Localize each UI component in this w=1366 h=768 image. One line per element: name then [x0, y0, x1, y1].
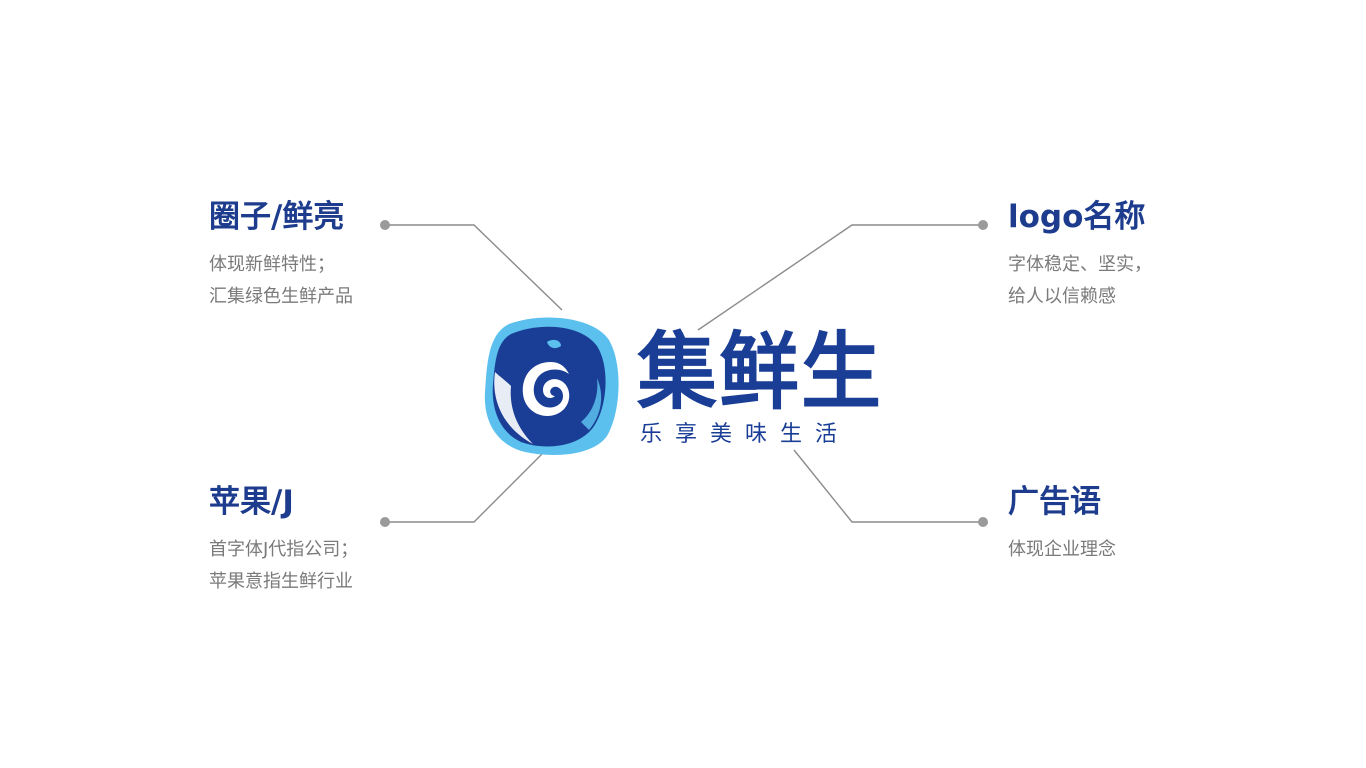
annotation-line: 苹果意指生鲜行业	[209, 571, 353, 592]
annotation-line: 给人以信赖感	[1008, 286, 1116, 307]
annotation-title: 圈子/鲜亮	[209, 199, 345, 235]
annotation-title: 苹果/J	[209, 484, 294, 520]
connector-dot-top-left	[380, 220, 390, 230]
connector-top-right	[697, 224, 982, 331]
swirl-apple-icon	[484, 317, 619, 455]
connector-dot-bottom-right	[978, 517, 988, 527]
annotation-logo-name: logo名称 字体稳定、坚实， 给人以信赖感	[1008, 197, 1152, 313]
annotation-line: 体现新鲜特性；	[209, 254, 335, 275]
brand-slogan: 乐享美味生活	[640, 422, 851, 447]
annotation-apple-j: 苹果/J 首字体J代指公司； 苹果意指生鲜行业	[209, 482, 358, 598]
annotation-description: 体现新鲜特性； 汇集绿色生鲜产品	[209, 249, 353, 313]
connector-dot-bottom-left	[380, 517, 390, 527]
annotation-description: 首字体J代指公司； 苹果意指生鲜行业	[209, 534, 358, 598]
annotation-line: 体现企业理念	[1008, 539, 1116, 560]
annotation-circle-freshness: 圈子/鲜亮 体现新鲜特性； 汇集绿色生鲜产品	[209, 197, 353, 313]
annotation-description: 体现企业理念	[1008, 534, 1116, 566]
annotation-line: 汇集绿色生鲜产品	[209, 286, 353, 307]
connector-top-left	[386, 224, 563, 311]
connector-dot-top-right	[978, 220, 988, 230]
annotation-title: 广告语	[1008, 484, 1101, 520]
connector-bottom-right	[793, 449, 982, 523]
annotation-line: 字体稳定、坚实，	[1008, 254, 1152, 275]
connector-bottom-left	[386, 423, 573, 523]
annotation-slogan: 广告语 体现企业理念	[1008, 482, 1116, 566]
brand-name: 集鲜生	[637, 323, 883, 421]
annotation-line: 首字体J代指公司；	[209, 539, 359, 560]
annotation-title: logo名称	[1008, 199, 1146, 235]
annotation-description: 字体稳定、坚实， 给人以信赖感	[1008, 249, 1152, 313]
